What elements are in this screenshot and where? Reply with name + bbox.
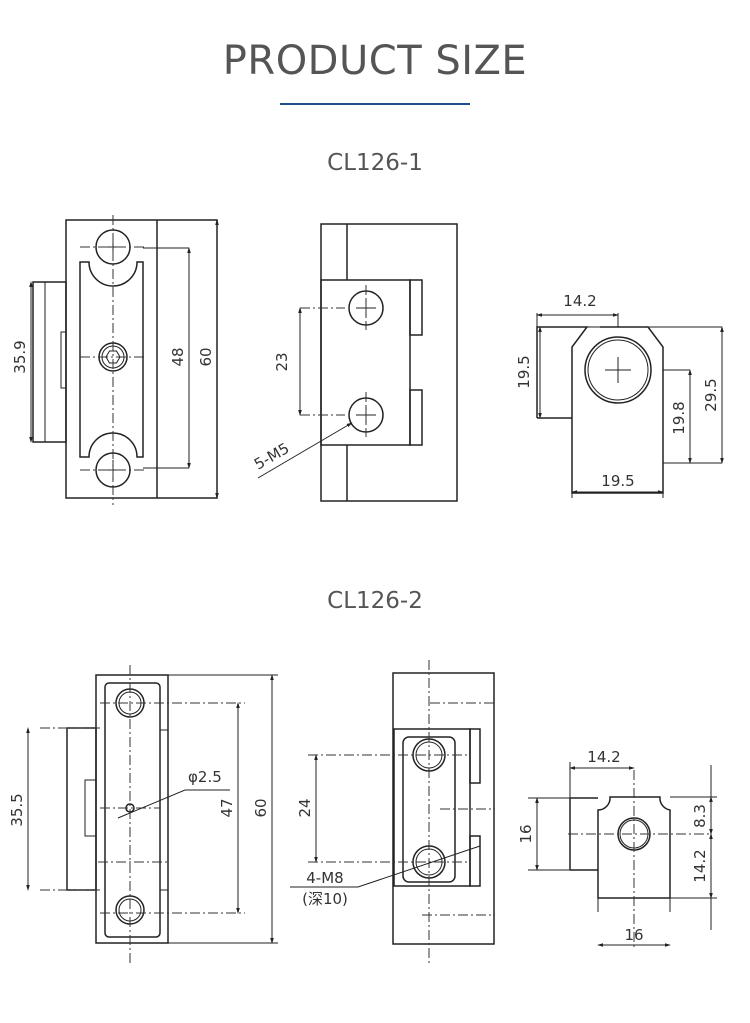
dim-35-9: 35.9 [11, 340, 29, 373]
dim-35-5: 35.5 [8, 793, 26, 826]
dim-14-2-top: 14.2 [587, 748, 620, 766]
cl126-1-end-view: 14.2 19.5 19.8 29.5 19.5 [515, 292, 724, 498]
dim-24: 24 [296, 798, 314, 817]
dim-14-2-lower: 14.2 [691, 849, 709, 882]
dim-23: 23 [273, 352, 291, 371]
dim-60: 60 [197, 347, 215, 366]
dim-47: 47 [218, 798, 236, 817]
cl126-2-end-view: 14.2 16 8.3 14.2 16 [517, 748, 717, 950]
dim-phi-2-5: φ2.5 [188, 768, 222, 786]
page-title: PRODUCT SIZE [222, 38, 528, 84]
dim-14-2: 14.2 [563, 292, 596, 310]
dim-48: 48 [169, 347, 187, 366]
dim-60: 60 [252, 798, 270, 817]
dim-8-3: 8.3 [691, 804, 709, 828]
cl126-1-front-view: 35.9 48 60 [11, 215, 219, 505]
thread-5-m5: 5-M5 [251, 439, 292, 473]
title-underline [280, 103, 470, 105]
thread-depth: (深10) [302, 890, 348, 908]
dim-29-5: 29.5 [702, 378, 720, 411]
dim-19-8: 19.8 [670, 401, 688, 434]
dim-16-left: 16 [517, 824, 535, 843]
thread-4-m8: 4-M8 [306, 869, 343, 887]
cl126-2-side-view: 24 4-M8 (深10) [290, 660, 495, 965]
dim-19-5-left: 19.5 [515, 355, 533, 388]
dim-16-base: 16 [624, 926, 643, 944]
model-label-1: CL126-1 [327, 150, 423, 176]
model-label-2: CL126-2 [327, 588, 423, 614]
dim-19-5-base: 19.5 [601, 472, 634, 490]
cl126-2-front-view: 35.5 φ2.5 47 60 [8, 665, 278, 965]
cl126-1-side-view: 23 5-M5 [251, 223, 458, 502]
